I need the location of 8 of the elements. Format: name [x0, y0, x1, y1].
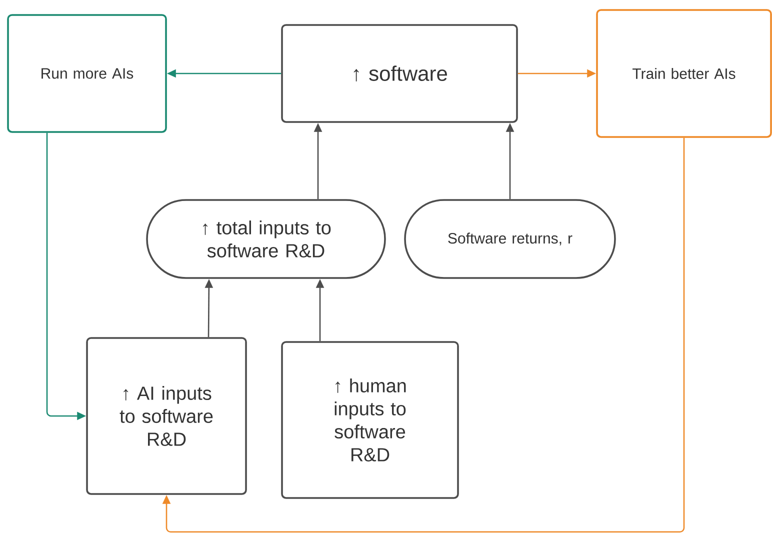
process-box: ↑ human inputs to software R&D: [281, 341, 459, 499]
process-box: ↑ software: [281, 24, 518, 123]
rounded-box: ↑ total inputs to software R&D: [146, 199, 386, 279]
process-box: ↑ AI inputs to software R&D: [86, 337, 247, 495]
process-box: Train better AIs: [596, 9, 772, 138]
rounded-box: Software returns, r: [404, 199, 616, 279]
arrow: [162, 138, 685, 533]
process-box: Run more AIs: [7, 14, 167, 133]
